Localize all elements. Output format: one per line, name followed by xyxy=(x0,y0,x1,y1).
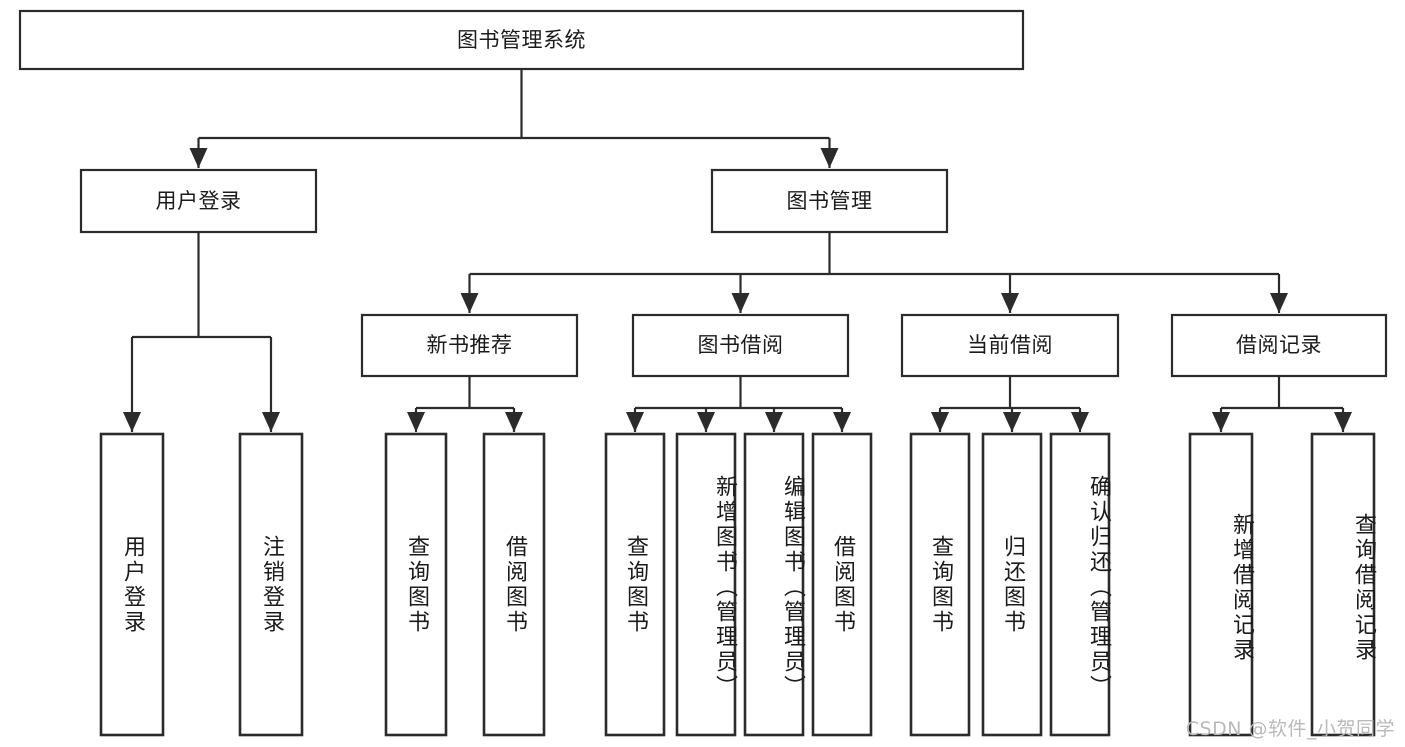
node-box-leaf-5[interactable] xyxy=(675,432,737,737)
node-box-level2-0[interactable] xyxy=(360,313,579,378)
arrow-mgmt-to-level2-0 xyxy=(460,293,479,313)
node-box-leaf-9[interactable] xyxy=(981,432,1043,737)
arrow-新书推荐-to-leaf-0 xyxy=(407,412,425,432)
arrow-当前借阅-to-leaf-0 xyxy=(931,412,949,432)
node-box-leaf-1[interactable] xyxy=(238,432,304,737)
node-box-leaf-6[interactable] xyxy=(743,432,805,737)
node-box-leaf-10[interactable] xyxy=(1049,432,1111,737)
edges-group xyxy=(123,69,1352,432)
node-box-leaf-4[interactable] xyxy=(604,432,666,737)
arrow-root-to-level1-1 xyxy=(820,148,839,168)
node-box-level2-1[interactable] xyxy=(631,313,850,378)
csdn-watermark: CSDN @软件_小贺同学 xyxy=(1185,718,1395,740)
node-box-leaf-12[interactable] xyxy=(1310,432,1376,737)
node-box-leaf-7[interactable] xyxy=(811,432,873,737)
node-box-leaf-8[interactable] xyxy=(909,432,971,737)
node-box-root-0[interactable] xyxy=(18,9,1025,71)
arrow-用户登录-to-leaf-1 xyxy=(262,412,280,432)
arrow-图书借阅-to-leaf-3 xyxy=(833,412,851,432)
node-box-level1-0[interactable] xyxy=(79,168,318,234)
arrow-新书推荐-to-leaf-1 xyxy=(505,412,523,432)
node-box-leaf-11[interactable] xyxy=(1188,432,1254,737)
arrow-mgmt-to-level2-3 xyxy=(1270,293,1288,313)
arrow-mgmt-to-level2-1 xyxy=(731,293,750,313)
arrow-当前借阅-to-leaf-2 xyxy=(1071,412,1089,432)
arrow-当前借阅-to-leaf-1 xyxy=(1003,412,1021,432)
node-box-level1-1[interactable] xyxy=(710,168,949,234)
node-box-leaf-2[interactable] xyxy=(384,432,448,737)
node-box-leaf-3[interactable] xyxy=(482,432,546,737)
arrow-借阅记录-to-leaf-0 xyxy=(1212,412,1230,432)
arrow-mgmt-to-level2-2 xyxy=(1001,293,1019,313)
node-box-level2-3[interactable] xyxy=(1170,313,1388,378)
arrow-root-to-level1-0 xyxy=(189,148,208,168)
boxes-group xyxy=(18,9,1388,737)
arrow-用户登录-to-leaf-0 xyxy=(123,412,141,432)
arrow-图书借阅-to-leaf-0 xyxy=(626,412,644,432)
arrow-借阅记录-to-leaf-1 xyxy=(1334,412,1352,432)
node-box-level2-2[interactable] xyxy=(900,313,1120,378)
arrow-图书借阅-to-leaf-1 xyxy=(697,412,715,432)
arrow-图书借阅-to-leaf-2 xyxy=(765,412,783,432)
node-box-leaf-0[interactable] xyxy=(99,432,165,737)
